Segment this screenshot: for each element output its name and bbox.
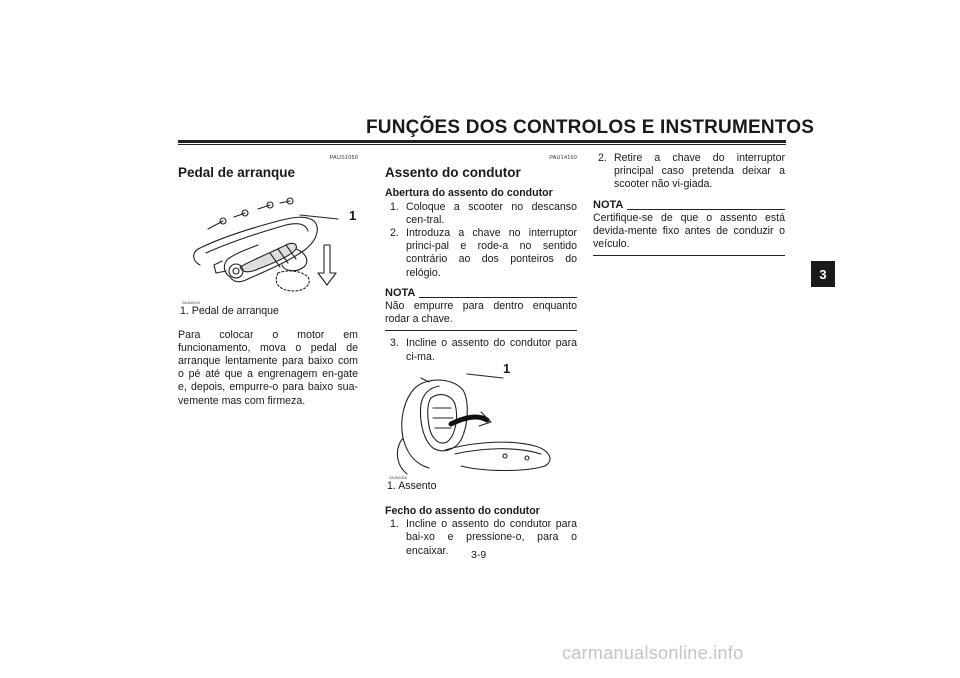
- nota-end-rule: [593, 255, 785, 257]
- list-item: 2. Introduza a chave no interruptor prin…: [385, 227, 577, 280]
- list-number: 1.: [390, 200, 399, 213]
- section-code: PAU14160: [549, 155, 577, 161]
- watermark: carmanualsonline.info: [562, 643, 744, 663]
- nota-header: NOTA: [385, 287, 577, 300]
- list-number: 1.: [390, 518, 399, 531]
- list-number: 3.: [390, 337, 399, 350]
- seat-illustration: [396, 373, 551, 475]
- figure-caption: 1. Assento: [387, 479, 437, 492]
- list-item: 1. Coloque a scooter no descanso cen-tra…: [385, 201, 577, 227]
- column-rider-seat: PAU14160 Assento do condutor Abertura do…: [385, 152, 577, 558]
- chapter-tab[interactable]: 3: [811, 261, 835, 287]
- list-number: 2.: [390, 227, 399, 240]
- figure-caption: 1. Pedal de arranque: [180, 305, 279, 318]
- figure-code: ZAUM0149: [182, 301, 200, 306]
- nota-rule: [627, 208, 785, 210]
- nota-text: Certifique-se de que o assento está devi…: [593, 211, 785, 251]
- list-text: Retire a chave do interruptor principal …: [614, 152, 785, 191]
- header-rule: [178, 140, 786, 145]
- section-code: PAUS1050: [329, 155, 358, 161]
- figure-callout-1: 1: [349, 208, 357, 224]
- list-item: 1. Incline o assento do condutor para ba…: [385, 518, 577, 558]
- figure-code: ZAUM0356: [389, 475, 407, 480]
- list-item: 2. Retire a chave do interruptor princip…: [593, 152, 785, 192]
- nota-rule: [419, 297, 577, 299]
- nota-end-rule: [385, 330, 577, 332]
- list-number: 2.: [598, 152, 607, 164]
- list-text: Introduza a chave no interruptor princi-…: [406, 227, 577, 279]
- subheading-open-seat: Abertura do assento do condutor: [385, 187, 553, 200]
- kickstarter-paragraph: Para colocar o motor em funcionamento, m…: [178, 328, 358, 407]
- column-kickstarter: PAUS1050 Pedal de arranque 1: [178, 152, 358, 408]
- section-title-kickstarter: Pedal de arranque: [178, 165, 296, 181]
- column-rider-seat-continued: 2. Retire a chave do interruptor princip…: [593, 152, 785, 262]
- nota-text: Não empurre para dentro enquanto rodar a…: [385, 300, 577, 326]
- page-number: 3-9: [471, 549, 487, 561]
- list-text: Incline o assento do condutor para ci-ma…: [406, 337, 577, 363]
- kickstarter-figure: 1 ZAUM0149: [178, 187, 358, 305]
- seat-figure: 1 ZAUM0356: [385, 362, 577, 480]
- page-header-title: FUNÇÕES DOS CONTROLOS E INSTRUMENTOS: [366, 117, 815, 138]
- figure-callout-1: 1: [503, 360, 511, 376]
- kickstarter-illustration: [193, 197, 339, 292]
- section-title-rider-seat: Assento do condutor: [385, 165, 521, 181]
- nota-label: NOTA: [385, 286, 416, 299]
- nota-label: NOTA: [593, 198, 624, 211]
- subheading-close-seat: Fecho do assento do condutor: [385, 505, 540, 518]
- list-text: Incline o assento do condutor para bai-x…: [406, 518, 577, 557]
- nota-header: NOTA: [593, 199, 785, 212]
- list-item: 3. Incline o assento do condutor para ci…: [385, 337, 577, 363]
- list-text: Coloque a scooter no descanso cen-tral.: [406, 200, 577, 226]
